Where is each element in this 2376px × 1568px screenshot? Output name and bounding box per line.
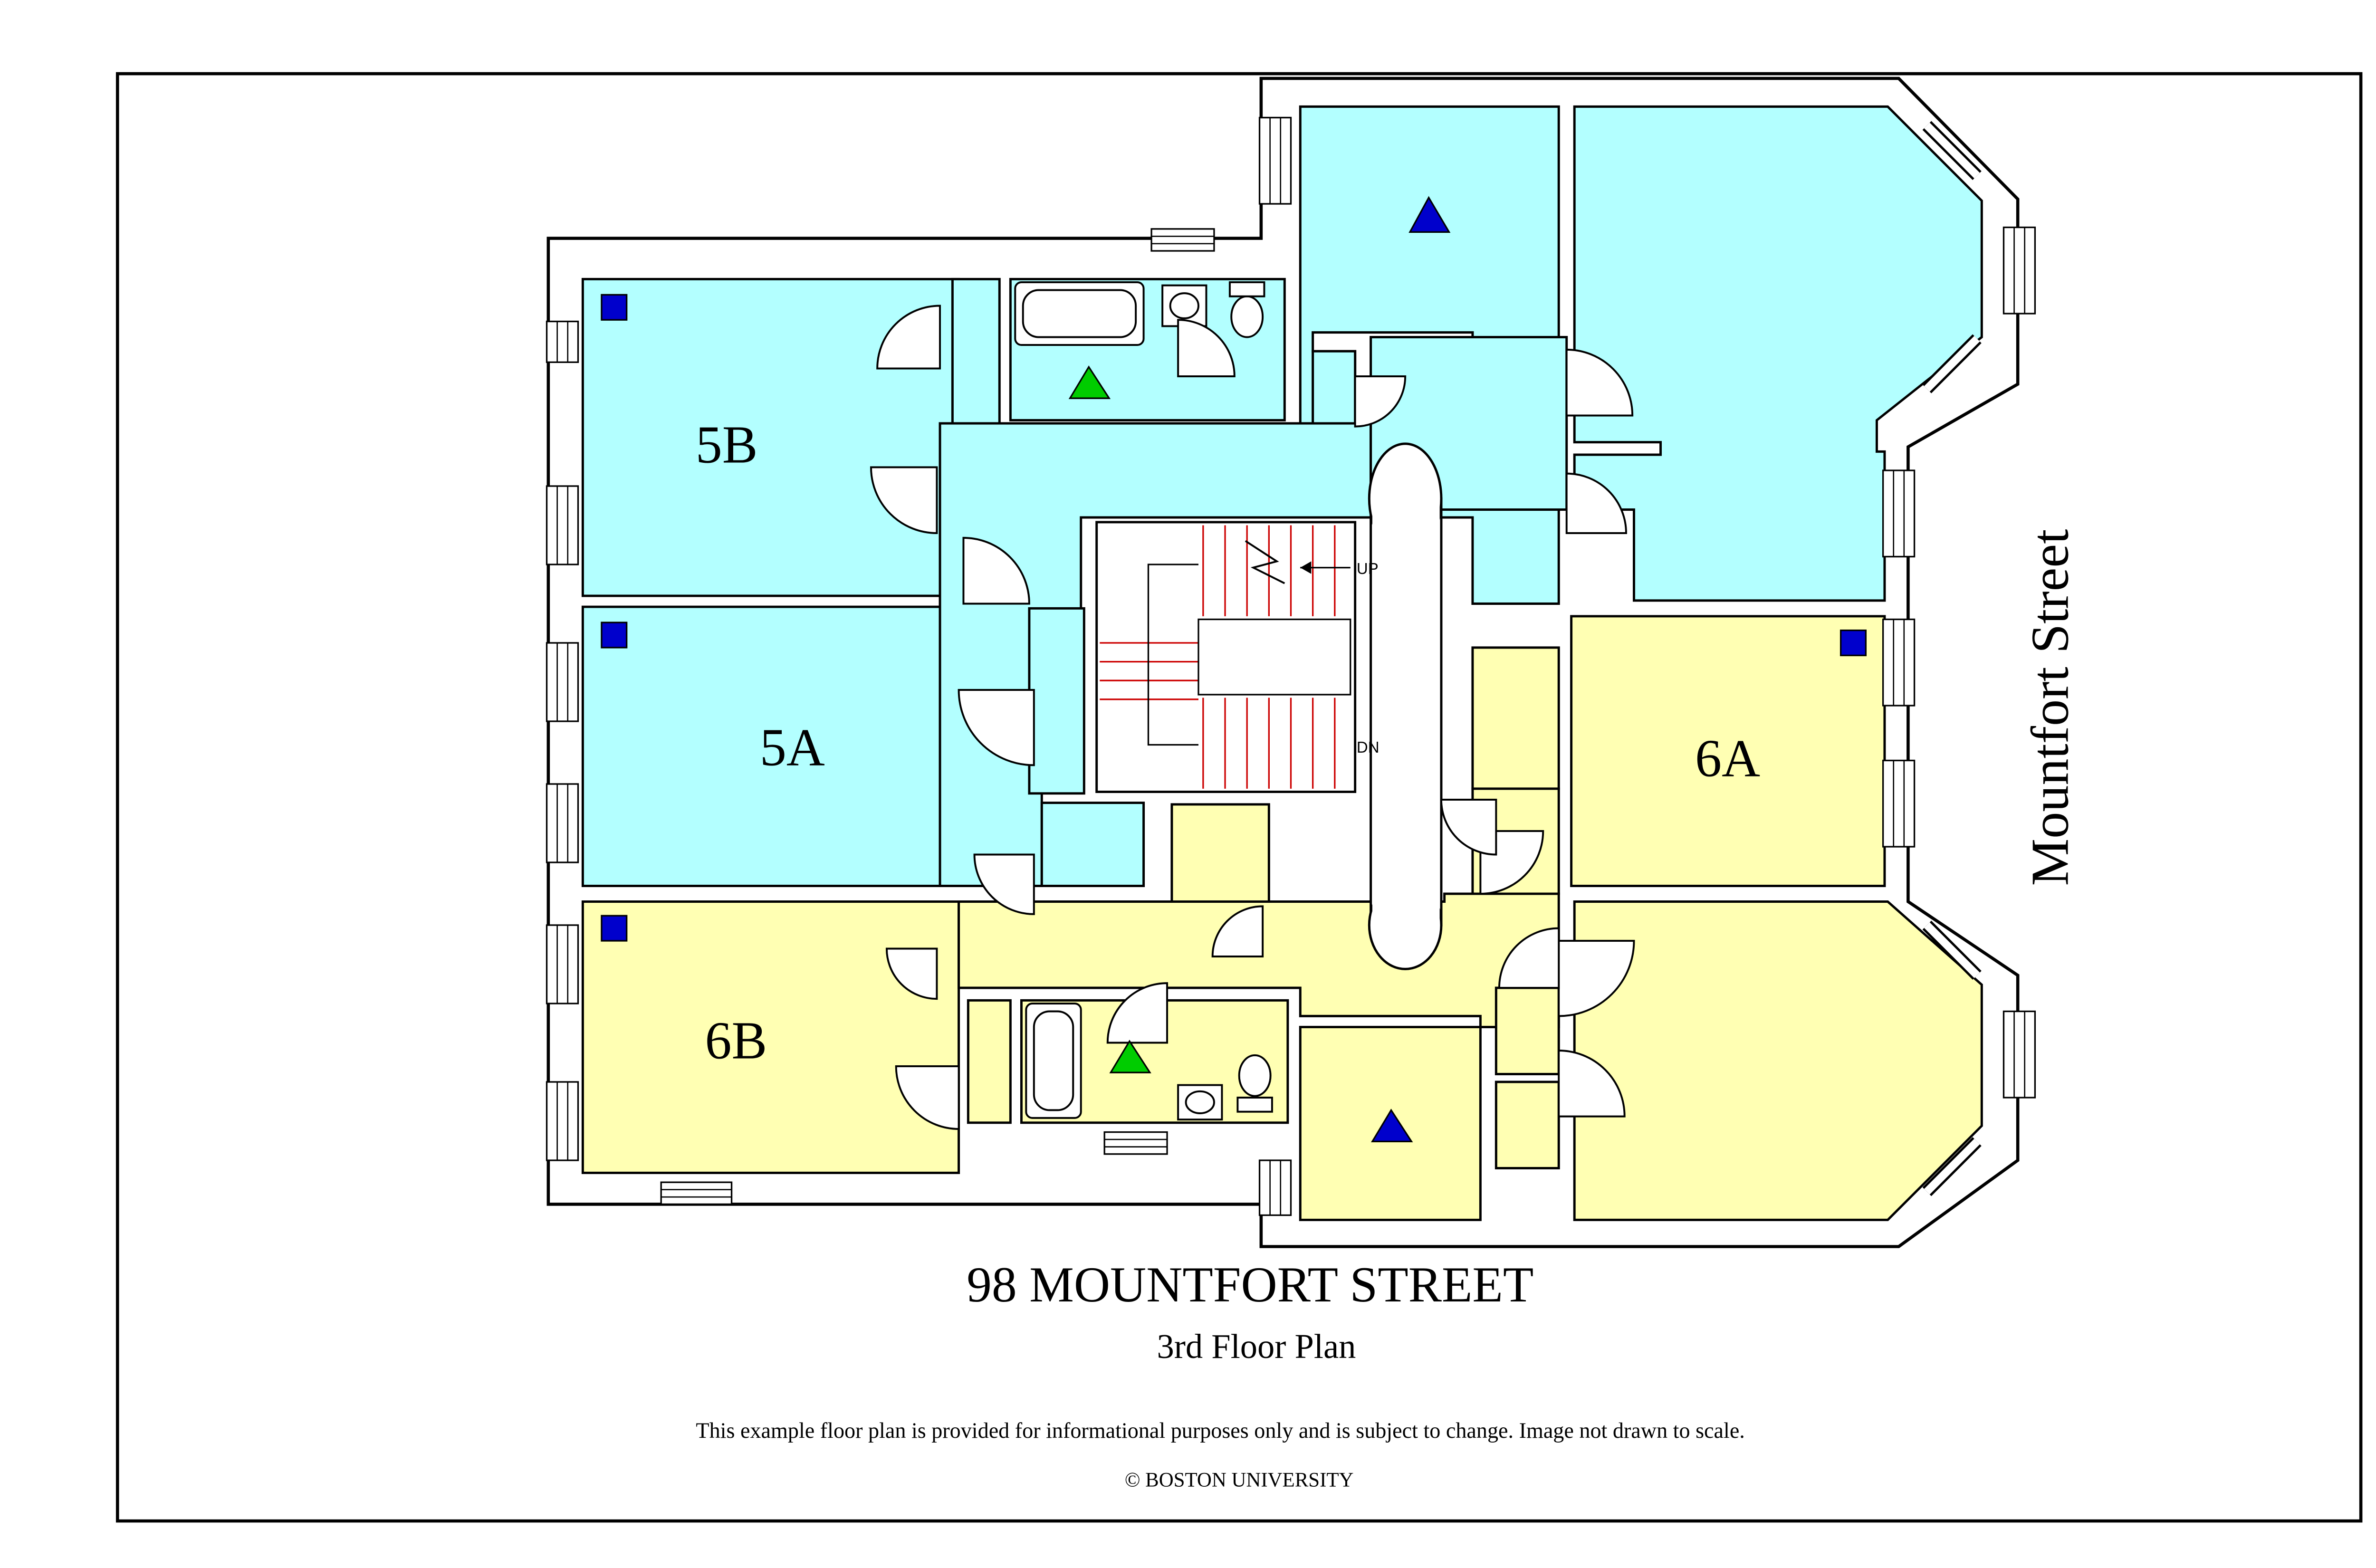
room-6a	[1570, 615, 1886, 887]
stair-handrail	[1147, 564, 1198, 746]
door-swing	[870, 466, 938, 534]
toilet-icon	[1230, 295, 1264, 338]
window	[1150, 228, 1215, 252]
window	[546, 924, 579, 1004]
stair-arrow-head	[1300, 561, 1312, 574]
door-swing	[1440, 799, 1497, 856]
bedroom-square-icon	[1839, 629, 1867, 657]
door-swing	[958, 689, 1035, 766]
stair-break-mark	[1245, 540, 1285, 584]
unit-label-6b: 6B	[705, 1011, 767, 1070]
bathtub-inner	[1022, 289, 1137, 338]
unit-label-6a: 6A	[1695, 729, 1760, 788]
stair-landing	[1198, 618, 1351, 696]
door-swing	[1558, 1050, 1626, 1118]
bathroom-triangle-icon	[1371, 1109, 1413, 1143]
toilet-icon	[1238, 1054, 1272, 1097]
window	[1882, 759, 1916, 848]
bathtub-inner	[1033, 1010, 1074, 1111]
window	[2002, 1010, 2036, 1099]
closet-6-lower-b	[1495, 1080, 1560, 1169]
closet-6-lower-a	[1495, 986, 1560, 1075]
bay-window-glass	[1924, 922, 1980, 978]
room-5a	[581, 605, 991, 887]
door-swing	[1177, 319, 1236, 377]
window	[546, 1081, 579, 1161]
closet-6a	[1471, 646, 1560, 790]
bedroom-square-icon	[601, 915, 628, 942]
windows	[546, 116, 2036, 1216]
kitchen-triangle-icon	[1068, 365, 1111, 399]
bay-window-glass	[1924, 1138, 1980, 1195]
closet-6-hall	[1170, 803, 1270, 903]
door-swing	[1354, 375, 1407, 428]
door-swing	[1211, 905, 1264, 957]
sink-basin	[1185, 1090, 1215, 1114]
window	[1258, 1159, 1292, 1216]
toilet-tank	[1236, 1097, 1273, 1113]
sink-basin	[1169, 292, 1199, 319]
door-swing	[1565, 348, 1634, 417]
floor-subtitle: 3rd Floor Plan	[1157, 1327, 1356, 1366]
door-swing	[885, 947, 938, 1000]
window	[1258, 116, 1292, 205]
bedroom-square-icon	[601, 294, 628, 321]
stair-treads	[1100, 525, 1336, 789]
bay-window-glass	[1924, 123, 1980, 179]
fixtures	[1014, 281, 1273, 1121]
door-swing	[1106, 982, 1169, 1044]
room-6b	[581, 900, 960, 1174]
door-swing	[1558, 940, 1635, 1017]
unit-label-5a: 5A	[760, 718, 825, 777]
unit-label-5b: 5B	[696, 415, 758, 474]
stairwell: UP DN	[1095, 442, 1443, 970]
living-room-6	[1573, 900, 1983, 1221]
closet-5a	[1040, 802, 1145, 887]
window	[1882, 469, 1916, 558]
door-swing	[895, 1065, 960, 1130]
disclaimer-text: This example floor plan is provided for …	[696, 1418, 1744, 1443]
window	[660, 1181, 733, 1205]
closet-5-top	[1312, 350, 1357, 425]
window	[546, 320, 579, 363]
window	[546, 783, 579, 863]
closet-5b	[951, 277, 1001, 425]
markers	[601, 196, 1867, 1143]
window	[1882, 618, 1916, 707]
closet-6b	[967, 999, 1012, 1124]
door-swing	[973, 853, 1035, 915]
stair-dn-label: DN	[1357, 738, 1380, 756]
door-swing	[962, 536, 1030, 605]
closet-5-hall	[1028, 607, 1085, 795]
copyright-text: © BOSTON UNIVERSITY	[1125, 1469, 1354, 1491]
window	[546, 485, 579, 565]
kitchen-triangle-icon	[1109, 1040, 1151, 1073]
window	[546, 642, 579, 722]
door-swing	[1565, 472, 1627, 534]
bay-window-glass	[1924, 335, 1980, 392]
toilet-tank	[1228, 281, 1265, 297]
door-swings	[870, 305, 1635, 1130]
street-label: Mountfort Street	[2021, 529, 2080, 886]
window	[2002, 226, 2036, 315]
window	[1103, 1131, 1168, 1155]
stair-corridor-fill	[1372, 498, 1440, 925]
page-border	[115, 72, 2363, 1523]
bedroom-square-icon	[601, 621, 628, 649]
building-title: 98 MOUNTFORT STREET	[967, 1257, 1533, 1312]
door-swing	[876, 305, 941, 370]
stair-up-label: UP	[1357, 560, 1379, 577]
door-swing	[1498, 927, 1560, 989]
living-room-5	[1573, 105, 1983, 602]
bathroom-triangle-icon	[1408, 196, 1451, 233]
